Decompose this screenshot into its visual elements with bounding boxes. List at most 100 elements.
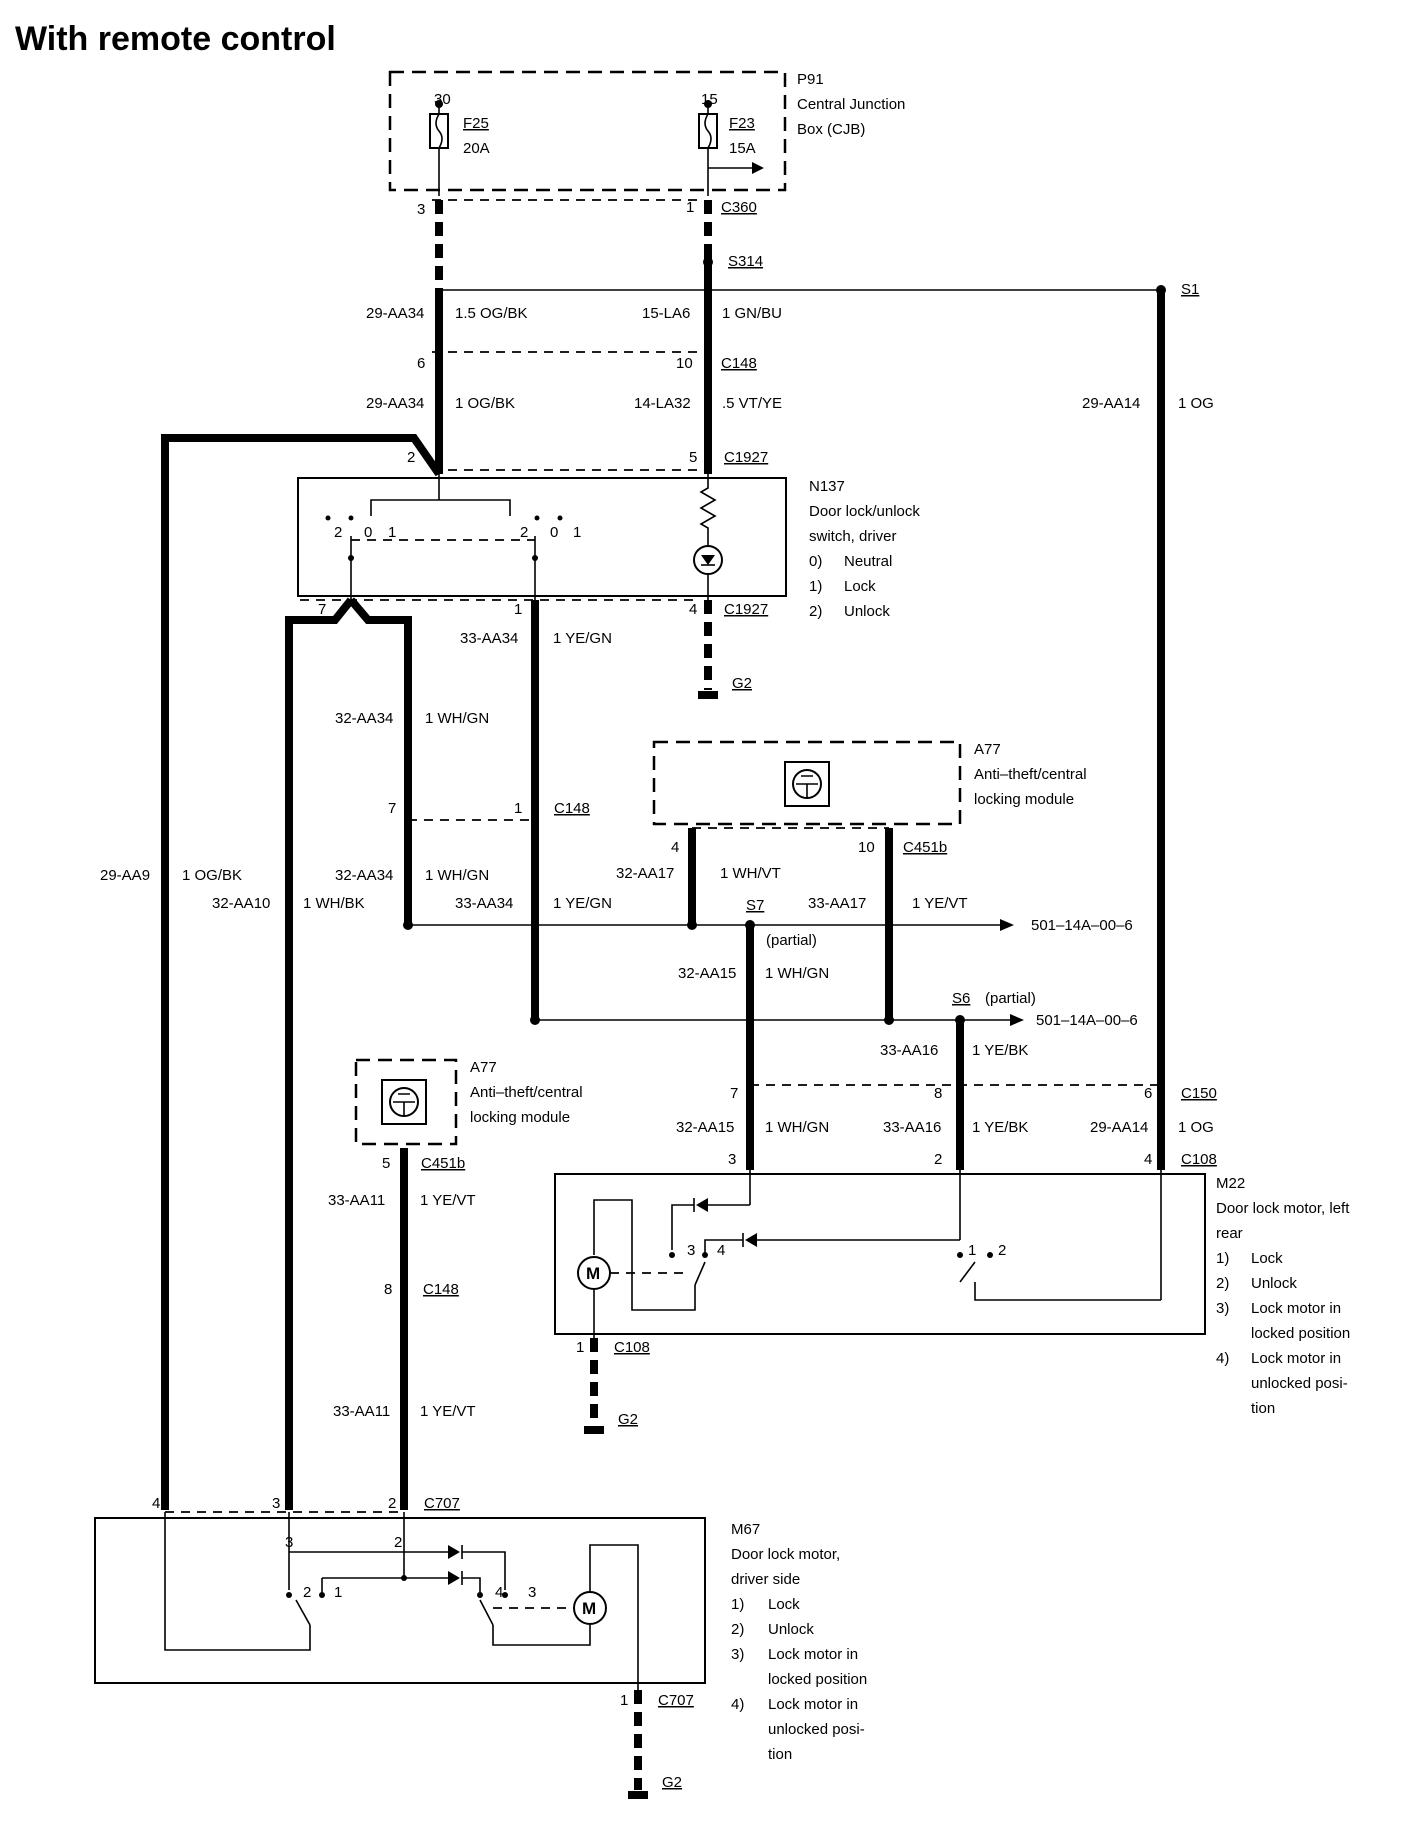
svg-text:29-AA14: 29-AA14 <box>1090 1119 1148 1136</box>
svg-text:G2: G2 <box>618 1411 638 1428</box>
svg-text:1): 1) <box>731 1596 744 1613</box>
svg-text:33-AA34: 33-AA34 <box>460 630 518 647</box>
svg-text:15-LA6: 15-LA6 <box>642 305 690 322</box>
svg-text:C707: C707 <box>424 1495 460 1512</box>
svg-text:S314: S314 <box>728 253 763 270</box>
svg-text:8: 8 <box>934 1085 942 1102</box>
fuse-f23-name: F23 <box>729 115 755 132</box>
svg-text:A77: A77 <box>470 1059 497 1076</box>
svg-text:Unlock: Unlock <box>768 1621 814 1638</box>
connector-c360: C360 <box>721 199 757 216</box>
svg-text:1: 1 <box>573 524 581 541</box>
svg-text:unlocked posi-: unlocked posi- <box>1251 1375 1348 1392</box>
svg-text:1: 1 <box>514 601 522 618</box>
svg-text:1 OG/BK: 1 OG/BK <box>455 395 515 412</box>
svg-text:2): 2) <box>1216 1275 1229 1292</box>
svg-text:1: 1 <box>686 199 694 216</box>
svg-text:0: 0 <box>364 524 372 541</box>
n137-switch-box <box>297 477 787 597</box>
svg-text:1: 1 <box>968 1242 976 1259</box>
svg-text:tion: tion <box>1251 1400 1275 1417</box>
svg-text:unlocked posi-: unlocked posi- <box>768 1721 865 1738</box>
svg-text:4): 4) <box>731 1696 744 1713</box>
svg-text:S7: S7 <box>746 897 764 914</box>
fuse-f25-rating: 20A <box>463 140 490 157</box>
svg-text:C451b: C451b <box>903 839 947 856</box>
svg-text:3): 3) <box>1216 1300 1229 1317</box>
svg-text:locked position: locked position <box>768 1671 867 1688</box>
svg-text:.5 VT/YE: .5 VT/YE <box>722 395 782 412</box>
svg-text:Lock: Lock <box>768 1596 800 1613</box>
svg-text:1 WH/GN: 1 WH/GN <box>765 965 829 982</box>
svg-text:C707: C707 <box>658 1692 694 1709</box>
resistor-icon <box>699 474 717 545</box>
svg-text:1.5 OG/BK: 1.5 OG/BK <box>455 305 528 322</box>
svg-text:1 OG: 1 OG <box>1178 395 1214 412</box>
svg-text:6: 6 <box>417 355 425 372</box>
svg-text:Lock: Lock <box>844 578 876 595</box>
svg-text:7: 7 <box>730 1085 738 1102</box>
diode-icon <box>448 1571 460 1585</box>
svg-text:3: 3 <box>687 1242 695 1259</box>
svg-text:1): 1) <box>809 578 822 595</box>
svg-text:1: 1 <box>388 524 396 541</box>
svg-text:1 OG/BK: 1 OG/BK <box>182 867 242 884</box>
svg-text:rear: rear <box>1216 1225 1243 1242</box>
svg-text:8: 8 <box>384 1281 392 1298</box>
svg-text:6: 6 <box>1144 1085 1152 1102</box>
svg-text:driver side: driver side <box>731 1571 800 1588</box>
svg-text:2): 2) <box>731 1621 744 1638</box>
svg-text:Unlock: Unlock <box>844 603 890 620</box>
cjb-ref: P91 <box>797 71 824 88</box>
svg-text:Door lock motor, left: Door lock motor, left <box>1216 1200 1350 1217</box>
svg-text:G2: G2 <box>662 1774 682 1791</box>
svg-text:C1927: C1927 <box>724 449 768 466</box>
svg-text:C108: C108 <box>614 1339 650 1356</box>
svg-text:2): 2) <box>809 603 822 620</box>
fuse-f25-name: F25 <box>463 115 489 132</box>
svg-text:32-AA10: 32-AA10 <box>212 895 270 912</box>
svg-text:1 YE/VT: 1 YE/VT <box>912 895 968 912</box>
svg-text:4: 4 <box>689 601 697 618</box>
svg-text:29-AA14: 29-AA14 <box>1082 395 1140 412</box>
svg-text:M: M <box>582 1599 596 1618</box>
svg-text:32-AA34: 32-AA34 <box>335 710 393 727</box>
fuse-f23-terminal-label: 15 <box>701 91 718 108</box>
svg-text:1 YE/BK: 1 YE/BK <box>972 1119 1028 1136</box>
svg-text:2: 2 <box>934 1151 942 1168</box>
svg-text:501–14A–00–6: 501–14A–00–6 <box>1031 917 1133 934</box>
arrow-right-icon <box>752 162 764 174</box>
svg-text:Lock motor in: Lock motor in <box>768 1646 858 1663</box>
cjb-name-line1: Central Junction <box>797 96 905 113</box>
svg-text:1 OG: 1 OG <box>1178 1119 1214 1136</box>
svg-text:C148: C148 <box>721 355 757 372</box>
svg-text:32-AA17: 32-AA17 <box>616 865 674 882</box>
cjb-name-line2: Box (CJB) <box>797 121 865 138</box>
diode-icon <box>448 1545 460 1559</box>
svg-text:4): 4) <box>1216 1350 1229 1367</box>
svg-text:Anti–theft/central: Anti–theft/central <box>974 766 1087 783</box>
svg-text:1 WH/GN: 1 WH/GN <box>425 710 489 727</box>
svg-text:switch, driver: switch, driver <box>809 528 897 545</box>
svg-text:locking module: locking module <box>974 791 1074 808</box>
svg-text:2: 2 <box>334 524 342 541</box>
svg-text:C108: C108 <box>1181 1151 1217 1168</box>
svg-text:M: M <box>586 1264 600 1283</box>
svg-text:32-AA34: 32-AA34 <box>335 867 393 884</box>
svg-text:C150: C150 <box>1181 1085 1217 1102</box>
svg-text:1: 1 <box>576 1339 584 1356</box>
svg-text:10: 10 <box>676 355 693 372</box>
svg-text:1 WH/VT: 1 WH/VT <box>720 865 781 882</box>
svg-text:4: 4 <box>495 1584 503 1601</box>
svg-text:M22: M22 <box>1216 1175 1245 1192</box>
svg-text:2: 2 <box>394 1534 402 1551</box>
svg-text:32-AA15: 32-AA15 <box>678 965 736 982</box>
svg-text:N137: N137 <box>809 478 845 495</box>
splice-s314 <box>703 257 713 267</box>
svg-text:Lock: Lock <box>1251 1250 1283 1267</box>
svg-text:2: 2 <box>303 1584 311 1601</box>
svg-text:C1927: C1927 <box>724 601 768 618</box>
svg-text:4: 4 <box>152 1495 160 1512</box>
module-icon <box>784 761 830 807</box>
